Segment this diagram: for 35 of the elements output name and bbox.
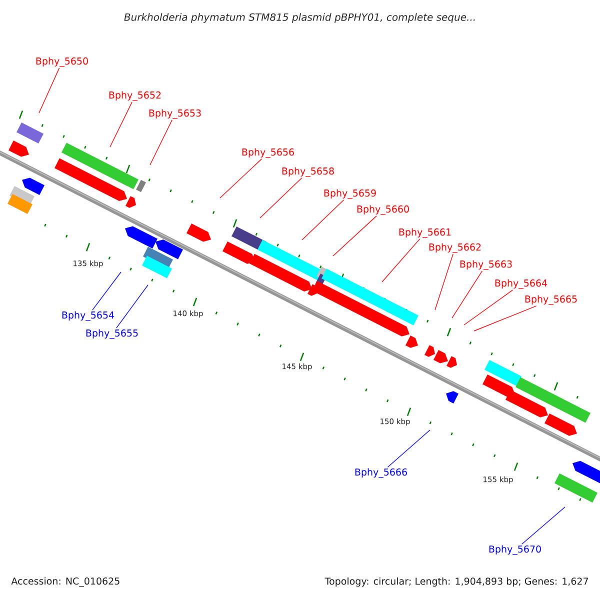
gene-label: Bphy_5652 xyxy=(109,91,161,101)
gene-label: Bphy_5663 xyxy=(460,260,512,270)
leader-line xyxy=(150,120,172,166)
leader-line xyxy=(382,238,420,282)
leader-line xyxy=(116,284,148,328)
leader-line xyxy=(464,290,514,326)
footer-text: Topology: circular; Length: 1,904,893 bp; Genes: 1,627 xyxy=(324,577,588,587)
leader-line xyxy=(92,272,122,310)
gene-label: Bphy_5661 xyxy=(399,228,451,238)
gene-label: Bphy_5653 xyxy=(149,109,201,119)
gene-label: Bphy_5665 xyxy=(525,295,577,305)
leader-line xyxy=(332,216,377,256)
gene-label: Bphy_5664 xyxy=(495,279,548,289)
leader-line xyxy=(110,102,132,148)
gene-label: Bphy_5654 xyxy=(62,311,114,321)
leader-line xyxy=(434,254,454,310)
gene-label: Bphy_5660 xyxy=(357,205,409,215)
gene-label: Bphy_5666 xyxy=(355,468,407,478)
leader-line xyxy=(452,270,483,318)
gene-label: Bphy_5670 xyxy=(489,545,541,555)
leader-line xyxy=(387,430,430,468)
leader-line xyxy=(522,506,566,544)
leader-line xyxy=(260,178,302,218)
gene-label: Bphy_5655 xyxy=(86,329,138,339)
gene-label: Bphy_5662 xyxy=(429,243,481,253)
leader-line xyxy=(220,158,262,198)
leader-line xyxy=(302,200,344,240)
leader-line xyxy=(38,68,60,114)
gene-label: Bphy_5658 xyxy=(282,167,334,177)
title: Burkholderia phymatum STM815 plasmid pBPHY01, complete seque... xyxy=(124,13,475,23)
leader-line xyxy=(474,306,537,332)
footer-text: Accession: NC_010625 xyxy=(11,577,120,587)
gene-label: Bphy_5659 xyxy=(324,189,376,199)
gene-label: Bphy_5656 xyxy=(242,148,294,158)
gene-label: Bphy_5650 xyxy=(36,57,88,67)
